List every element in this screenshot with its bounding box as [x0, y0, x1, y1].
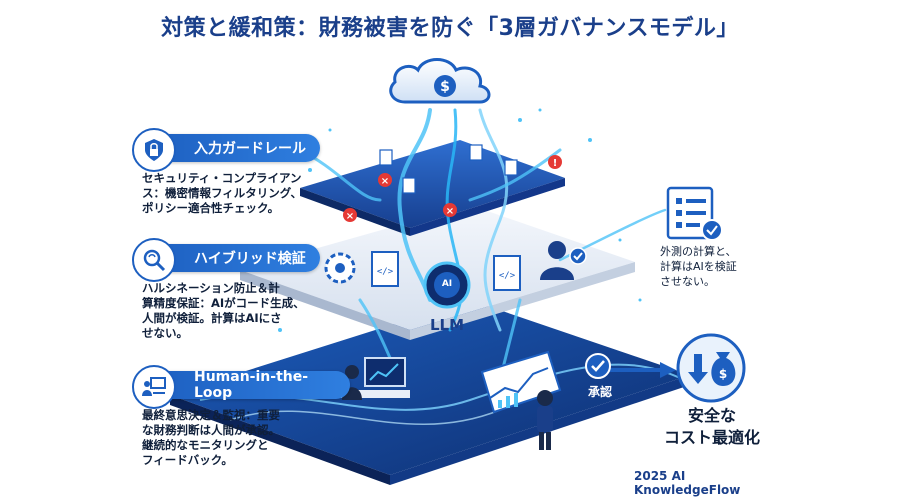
- footer-credit: 2025 AI KnowledgeFlow: [634, 469, 741, 497]
- layer-label-input-guardrail: 入力ガードレール: [150, 134, 320, 162]
- svg-text:×: ×: [446, 206, 454, 217]
- svg-text:×: ×: [346, 211, 354, 222]
- dashboard-chart-icon: [480, 350, 562, 414]
- code-document-icon: </>: [371, 251, 399, 287]
- svg-text:</>: </>: [499, 271, 516, 281]
- approval-label: 承認: [587, 385, 612, 399]
- svg-text:×: ×: [381, 176, 389, 187]
- layer-description-hybrid-verification: ハルシネーション防止＆計 算精度保証：AIがコード生成、 人間が検証。計算はAI…: [142, 281, 305, 340]
- svg-text:$: $: [719, 367, 727, 381]
- brain-search-icon: [132, 238, 176, 282]
- ai-chip-label: AI: [441, 279, 453, 289]
- top-layer-platform: [300, 140, 565, 236]
- svg-text:</>: </>: [377, 267, 394, 277]
- checklist-icon: [666, 186, 723, 241]
- ai-brain-chip-icon: [423, 261, 471, 309]
- error-icons: × × × !: [343, 155, 562, 222]
- approval-check-icon: [585, 353, 611, 379]
- cloud-dollar-icon: $: [389, 58, 491, 104]
- layer-hybrid-verification: ハイブリッド検証: [132, 238, 320, 282]
- code-document-icon-2: </>: [493, 255, 521, 291]
- outcome-label: 安全な コスト最適化: [663, 406, 760, 447]
- layer-label-hybrid-verification: ハイブリッド検証: [150, 244, 320, 272]
- svg-text:$: $: [440, 79, 450, 95]
- layer-input-guardrail: 入力ガードレール: [132, 128, 320, 172]
- person-monitor-icon: [132, 365, 176, 409]
- layer-description-input-guardrail: セキュリティ・コンプライアンス：機密情報フィルタリング、 ポリシー適合性チェック…: [142, 171, 302, 215]
- page-title: 対策と緩和策：財務被害を防ぐ「3層ガバナンスモデル」: [161, 16, 739, 41]
- shield-lock-icon: [132, 128, 176, 172]
- money-bag-down-arrow-icon: $: [676, 333, 746, 403]
- layer-description-human-in-the-loop: 最終意思決定＆監視：重要 な財務判断は人間が承認。 継続的なモニタリングと フィ…: [142, 408, 280, 467]
- llm-label: LLM: [429, 316, 465, 334]
- gear-icon: [324, 252, 356, 284]
- approver-person-icon: [537, 390, 553, 450]
- side-note: 外測の計算と、 計算はAIを検証 させない。: [660, 245, 737, 288]
- layer-human-in-the-loop: Human-in-the-Loop: [132, 365, 350, 409]
- workstation-person-icon: [340, 357, 410, 400]
- svg-text:!: !: [553, 158, 558, 169]
- reviewer-person-icon: [540, 241, 587, 280]
- data-streams: [298, 108, 676, 382]
- document-icons: [379, 144, 518, 194]
- layer-label-human-in-the-loop: Human-in-the-Loop: [150, 369, 350, 401]
- sparkle-decorations: [278, 108, 642, 332]
